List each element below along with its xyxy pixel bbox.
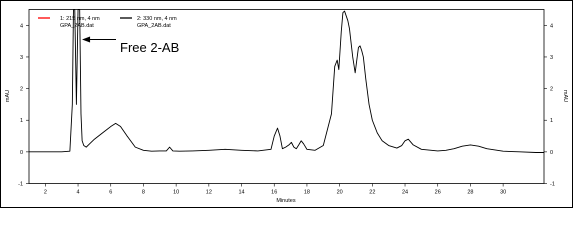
y-tick-label-right: 1 — [550, 118, 553, 124]
x-tick-label: 20 — [337, 190, 343, 196]
annotation-label: Free 2-AB — [120, 40, 179, 55]
x-tick-label: 30 — [500, 190, 506, 196]
x-tick-label: 6 — [109, 190, 112, 196]
y-tick-label-right: -1 — [550, 182, 555, 188]
x-tick-label: 10 — [173, 190, 179, 196]
x-tick-label: 26 — [435, 190, 441, 196]
annotation-arrowhead — [82, 36, 91, 43]
free-2ab-annotation: Free 2-AB — [82, 36, 179, 55]
y-tick-label-right: 4 — [550, 23, 553, 29]
x-tick-label: 18 — [304, 190, 310, 196]
x-tick-label: 4 — [77, 190, 80, 196]
legend-file-2: GPA_2AB.dat — [137, 23, 171, 29]
x-tick-label: 12 — [206, 190, 212, 196]
y-tick-label-right: 2 — [550, 87, 553, 93]
x-tick-label: 22 — [369, 190, 375, 196]
y-tick-label: 0 — [20, 150, 23, 156]
y-axis-left: -1 0 1 2 3 4 — [18, 23, 29, 188]
chart-border — [0, 0, 573, 208]
y-tick-label: 3 — [20, 55, 23, 61]
x-tick-label: 2 — [44, 190, 47, 196]
y-axis-title-right: mAU — [562, 90, 568, 102]
y-tick-label: 1 — [20, 118, 23, 124]
legend-label-2: 2: 330 nm, 4 nm — [137, 16, 177, 22]
x-axis-title: Minutes — [276, 198, 296, 204]
x-tick-label: 8 — [142, 190, 145, 196]
series-line-1 — [29, 9, 544, 153]
y-tick-label-right: 3 — [550, 55, 553, 61]
plot-area — [28, 9, 545, 184]
y-tick-label-right: 0 — [550, 150, 553, 156]
y-axis-title-left: mAU — [5, 90, 11, 102]
series-layer — [29, 9, 544, 153]
y-tick-label: 2 — [20, 87, 23, 93]
y-tick-label: -1 — [18, 182, 23, 188]
legend-file-1: GPA_2AB.dat — [60, 23, 94, 29]
y-axis-right: -1 0 1 2 3 4 — [544, 23, 555, 188]
x-tick-label: 24 — [402, 190, 408, 196]
x-tick-label: 14 — [238, 190, 244, 196]
x-tick-label: 16 — [271, 190, 277, 196]
x-tick-label: 28 — [467, 190, 473, 196]
legend-label-1: 1: 215 nm, 4 nm — [60, 16, 100, 22]
legend: 1: 215 nm, 4 nm GPA_2AB.dat 2: 330 nm, 4… — [38, 16, 177, 29]
y-tick-label: 4 — [20, 23, 23, 29]
